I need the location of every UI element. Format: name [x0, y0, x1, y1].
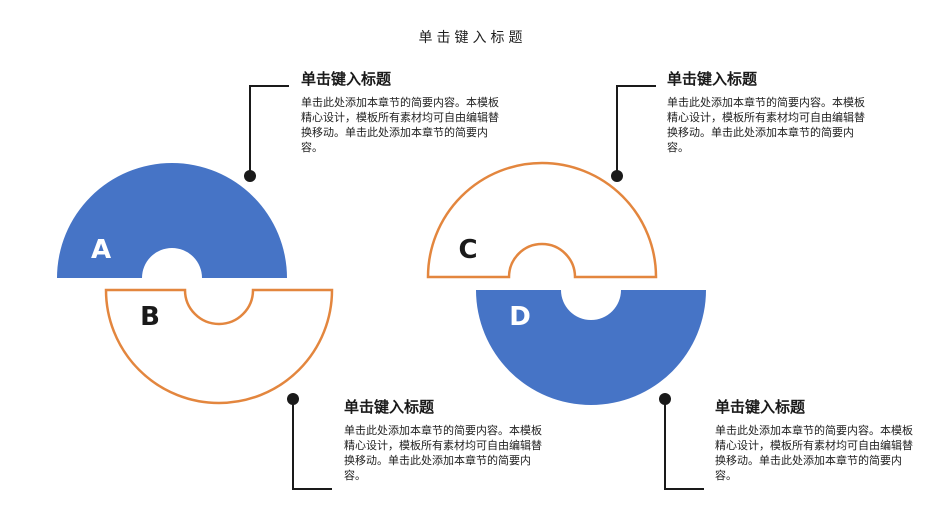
- page-title: 单击键入标题: [418, 30, 527, 46]
- connector-dot-a: [244, 170, 256, 182]
- callout-d-body: 单击此处添加本章节的简要内容。本模板精心设计，模板所有素材均可自由编辑替换移动。…: [715, 424, 913, 482]
- segment-a-letter: A: [90, 235, 112, 265]
- callout-a: 单击键入标题 单击此处添加本章节的简要内容。本模板精心设计，模板所有素材均可自由…: [301, 69, 516, 155]
- callout-a-title: 单击键入标题: [301, 70, 392, 88]
- callout-a-body: 单击此处添加本章节的简要内容。本模板精心设计，模板所有素材均可自由编辑替换移动。…: [301, 96, 499, 154]
- callout-d: 单击键入标题 单击此处添加本章节的简要内容。本模板精心设计，模板所有素材均可自由…: [715, 397, 930, 483]
- segment-c-shape: [426, 161, 658, 279]
- segment-a-shape: [57, 163, 287, 278]
- callout-b-body: 单击此处添加本章节的简要内容。本模板精心设计，模板所有素材均可自由编辑替换移动。…: [344, 424, 542, 482]
- callout-c-body: 单击此处添加本章节的简要内容。本模板精心设计，模板所有素材均可自由编辑替换移动。…: [667, 96, 865, 154]
- connector-dot-b: [287, 393, 299, 405]
- segment-c-letter: C: [458, 235, 478, 265]
- segment-b-shape: [104, 288, 334, 405]
- connector-line-b: [292, 399, 332, 490]
- connector-line-d: [664, 399, 704, 490]
- segment-d-shape: [476, 290, 706, 405]
- connector-dot-c: [611, 170, 623, 182]
- callout-c: 单击键入标题 单击此处添加本章节的简要内容。本模板精心设计，模板所有素材均可自由…: [667, 69, 882, 155]
- connector-line-c: [616, 85, 656, 176]
- connector-dot-d: [659, 393, 671, 405]
- segment-b-letter: B: [140, 302, 160, 332]
- callout-c-title: 单击键入标题: [667, 70, 758, 88]
- segment-d-letter: D: [509, 302, 531, 332]
- callout-b-title: 单击键入标题: [344, 398, 435, 416]
- connector-line-a: [249, 85, 289, 176]
- callout-d-title: 单击键入标题: [715, 398, 806, 416]
- callout-b: 单击键入标题 单击此处添加本章节的简要内容。本模板精心设计，模板所有素材均可自由…: [344, 397, 559, 483]
